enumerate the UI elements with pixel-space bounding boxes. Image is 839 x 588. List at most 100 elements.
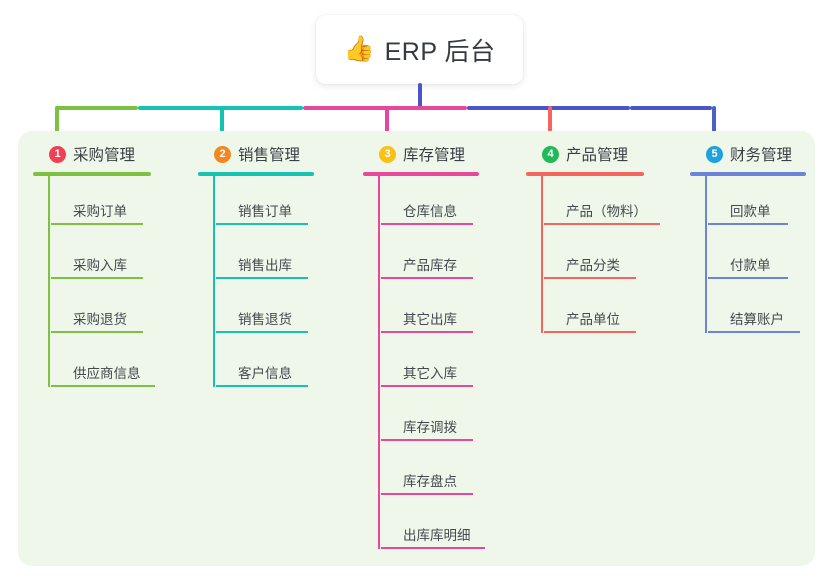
branch-items: 采购订单采购入库采购退货供应商信息 — [33, 176, 155, 392]
branch-items: 销售订单销售出库销售退货客户信息 — [198, 176, 314, 392]
branch-item[interactable]: 结算账户 — [708, 284, 806, 338]
branch-item-label: 销售出库 — [238, 258, 292, 273]
branch-item-rule — [544, 223, 660, 225]
branch-title: 库存管理 — [403, 147, 466, 164]
branch-spine — [705, 176, 707, 333]
connector-segment-purchasing — [55, 106, 138, 110]
connector-segment-finance — [630, 106, 712, 110]
thumbs-up-icon: 👍 — [343, 35, 375, 63]
connector-drop-finance — [712, 106, 716, 138]
branch-item-rule — [544, 331, 636, 333]
branch-item[interactable]: 销售出库 — [216, 230, 314, 284]
branch-item-label: 付款单 — [730, 258, 771, 273]
branch-item[interactable]: 销售订单 — [216, 176, 314, 230]
branch-item-rule — [381, 493, 473, 495]
branch-item-label: 出库库明细 — [403, 528, 471, 543]
branch-items: 回款单付款单结算账户 — [690, 176, 806, 338]
branch-items: 产品（物料） 产品分类产品单位 — [526, 176, 660, 338]
connector-drop-product — [548, 106, 552, 138]
branch-item-label: 采购退货 — [73, 312, 127, 327]
branch-item-rule — [381, 277, 473, 279]
branch-item-rule — [51, 277, 143, 279]
branch-header-rule — [33, 172, 151, 176]
branch-item[interactable]: 采购订单 — [51, 176, 151, 230]
branch-title: 销售管理 — [238, 147, 301, 164]
branch-item[interactable]: 客户信息 — [216, 338, 314, 392]
number-badge-icon: 2 — [214, 145, 231, 163]
branch-item-label: 库存调拨 — [403, 420, 457, 435]
branch-item-label: 回款单 — [730, 204, 771, 219]
branch-item-rule — [381, 331, 473, 333]
branch-spine — [48, 176, 50, 387]
branch-header-rule — [526, 172, 644, 176]
branch-items: 仓库信息产品库存其它出库其它入库库存调拨库存盘点出库库明细 — [363, 176, 485, 554]
branch-item[interactable]: 出库库明细 — [381, 500, 485, 554]
branch-header-3[interactable]: 3 库存管理 — [363, 143, 479, 165]
branch-column-2: 2 销售管理销售订单销售出库销售退货客户信息 — [198, 143, 314, 392]
branch-item[interactable]: 采购退货 — [51, 284, 151, 338]
connector-trunk — [418, 83, 422, 110]
branch-header-rule — [690, 172, 806, 176]
number-badge-icon: 4 — [542, 145, 559, 163]
branch-item-label: 供应商信息 — [73, 366, 141, 381]
branch-item[interactable]: 产品库存 — [381, 230, 479, 284]
branch-item-label: 采购入库 — [73, 258, 127, 273]
branch-item-rule — [216, 385, 308, 387]
branch-item[interactable]: 采购入库 — [51, 230, 151, 284]
branch-spine — [541, 176, 543, 333]
branch-spine — [213, 176, 215, 387]
branch-item-rule — [381, 439, 473, 441]
branch-item[interactable]: 销售退货 — [216, 284, 314, 338]
branch-item-label: 产品（物料） — [566, 204, 647, 219]
branch-item-rule — [216, 331, 308, 333]
branch-item-rule — [708, 223, 788, 225]
branch-item[interactable]: 供应商信息 — [51, 338, 155, 392]
branch-item-label: 仓库信息 — [403, 204, 457, 219]
branch-item-label: 销售退货 — [238, 312, 292, 327]
branch-item[interactable]: 付款单 — [708, 230, 806, 284]
connector-drop-inventory — [385, 106, 389, 138]
branch-item-rule — [51, 223, 143, 225]
branch-item[interactable]: 其它出库 — [381, 284, 479, 338]
connector-drop-purchasing — [55, 106, 59, 138]
branch-item[interactable]: 其它入库 — [381, 338, 479, 392]
branch-item[interactable]: 库存调拨 — [381, 392, 479, 446]
branch-item-label: 销售订单 — [238, 204, 292, 219]
root-node[interactable]: 👍 ERP 后台 — [316, 15, 523, 84]
branch-spine — [378, 176, 380, 549]
branch-item-rule — [51, 385, 155, 387]
branch-item-label: 产品单位 — [566, 312, 620, 327]
branch-item[interactable]: 仓库信息 — [381, 176, 479, 230]
branch-item[interactable]: 产品单位 — [544, 284, 644, 338]
branch-header-2[interactable]: 2 销售管理 — [198, 143, 314, 165]
branch-item-rule — [51, 331, 143, 333]
branch-item-label: 产品分类 — [566, 258, 620, 273]
branch-header-rule — [363, 172, 479, 176]
branch-item-label: 其它出库 — [403, 312, 457, 327]
branch-item[interactable]: 产品分类 — [544, 230, 644, 284]
branch-item-rule — [544, 277, 636, 279]
branch-title: 财务管理 — [730, 147, 793, 164]
branch-header-1[interactable]: 1 采购管理 — [33, 143, 151, 165]
branch-item[interactable]: 回款单 — [708, 176, 806, 230]
root-title: ERP 后台 — [384, 37, 496, 66]
number-badge-icon: 1 — [49, 145, 66, 163]
number-badge-icon: 3 — [379, 145, 396, 163]
branch-title: 采购管理 — [73, 147, 136, 164]
branch-item-label: 库存盘点 — [403, 474, 457, 489]
connector-drop-sales — [220, 106, 224, 138]
branch-item-rule — [381, 223, 473, 225]
branch-item-rule — [381, 547, 485, 549]
branch-item-rule — [381, 385, 473, 387]
branch-column-1: 1 采购管理采购订单采购入库采购退货供应商信息 — [33, 143, 155, 392]
branch-column-3: 3 库存管理仓库信息产品库存其它出库其它入库库存调拨库存盘点出库库明细 — [363, 143, 485, 554]
branch-item-rule — [708, 331, 800, 333]
branch-item[interactable]: 库存盘点 — [381, 446, 479, 500]
branch-item[interactable]: 产品（物料） — [544, 176, 660, 230]
branch-item-rule — [216, 277, 308, 279]
branch-item-label: 结算账户 — [730, 312, 784, 327]
